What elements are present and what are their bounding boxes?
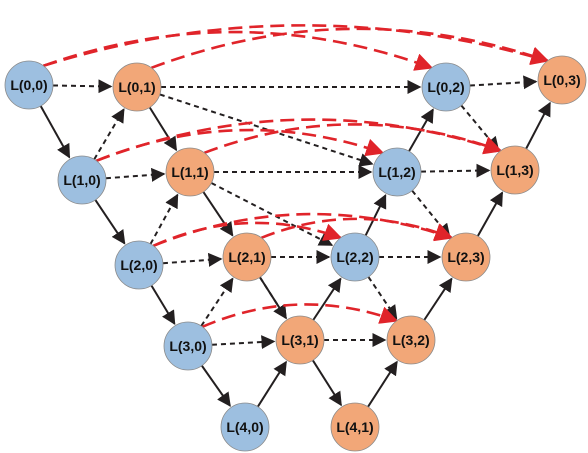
node-2-2: L(2,2) bbox=[330, 232, 380, 282]
node-label: L(4,1) bbox=[336, 419, 373, 435]
edge-0-1-to-1-1 bbox=[148, 106, 178, 152]
edge-3-1-to-2-2 bbox=[312, 277, 342, 321]
node-label: L(1,0) bbox=[63, 172, 100, 188]
edge-2-0-to-2-2 bbox=[152, 221, 343, 247]
edge-2-0-to-3-0 bbox=[150, 285, 176, 325]
node-circle bbox=[386, 315, 436, 365]
edge-2-0-to-1-1 bbox=[149, 193, 179, 245]
node-circle bbox=[220, 402, 270, 452]
node-label: L(3,0) bbox=[169, 338, 206, 354]
node-circle bbox=[165, 147, 215, 197]
node-2-0: L(2,0) bbox=[114, 240, 164, 290]
edge-1-1-to-1-3 bbox=[203, 123, 503, 155]
edge-2-3-to-1-3 bbox=[476, 191, 504, 237]
edge-0-2-to-0-3 bbox=[469, 75, 538, 90]
edge-0-0-to-0-1 bbox=[52, 79, 113, 94]
node-label: L(4,0) bbox=[226, 419, 263, 435]
edge-3-0-to-2-1 bbox=[200, 277, 234, 327]
node-circle bbox=[330, 232, 380, 282]
node-label: L(0,2) bbox=[427, 79, 464, 95]
node-3-1: L(3,1) bbox=[275, 315, 325, 365]
node-0-1: L(0,1) bbox=[112, 62, 162, 112]
edge-0-0-to-0-3 bbox=[43, 24, 550, 68]
node-label: L(2,3) bbox=[447, 249, 484, 265]
edges-layer bbox=[39, 24, 551, 408]
node-circle bbox=[441, 232, 491, 282]
node-label: L(2,0) bbox=[120, 257, 157, 273]
node-1-3: L(1,3) bbox=[490, 145, 540, 195]
node-label: L(1,3) bbox=[496, 162, 533, 178]
edge-1-0-to-1-1 bbox=[105, 167, 166, 182]
edge-2-1-to-3-1 bbox=[259, 276, 287, 320]
node-1-1: L(1,1) bbox=[165, 147, 215, 197]
edge-3-1-to-4-1 bbox=[311, 359, 342, 407]
node-label: L(3,1) bbox=[281, 332, 318, 348]
node-circle bbox=[4, 60, 54, 110]
edge-4-1-to-3-2 bbox=[367, 360, 398, 408]
node-circle bbox=[112, 62, 162, 112]
edge-3-0-to-4-0 bbox=[200, 365, 231, 407]
edge-0-0-to-1-0 bbox=[39, 105, 71, 159]
node-circle bbox=[57, 155, 107, 205]
edge-2-1-to-2-3 bbox=[260, 217, 454, 241]
node-label: L(1,1) bbox=[171, 164, 208, 180]
node-circle bbox=[490, 145, 540, 195]
edge-2-0-to-2-1 bbox=[162, 252, 223, 267]
node-3-2: L(3,2) bbox=[386, 315, 436, 365]
node-label: L(0,0) bbox=[10, 77, 47, 93]
edge-1-1-to-2-2 bbox=[210, 182, 334, 246]
edge-1-3-to-0-3 bbox=[525, 101, 551, 150]
node-circle bbox=[275, 315, 325, 365]
edge-3-2-to-2-3 bbox=[423, 277, 453, 321]
node-0-2: L(0,2) bbox=[421, 62, 471, 112]
nodes-layer: L(0,0) L(1,0) L(2,0) L(3,0) L(4,0) L(0,1) L(1,… bbox=[4, 55, 587, 452]
edge-3-0-to-3-1 bbox=[211, 335, 276, 350]
edge-1-0-to-0-1 bbox=[93, 108, 125, 160]
node-1-0: L(1,0) bbox=[57, 155, 107, 205]
node-label: L(2,2) bbox=[336, 249, 373, 265]
node-circle bbox=[330, 402, 380, 452]
node-label: L(0,1) bbox=[118, 79, 155, 95]
node-circle bbox=[222, 232, 272, 282]
node-label: L(2,1) bbox=[228, 249, 265, 265]
node-label: L(3,2) bbox=[392, 332, 429, 348]
edge-0-0-to-0-2 bbox=[42, 30, 434, 71]
edge-2-2-to-1-2 bbox=[364, 194, 387, 236]
node-0-0: L(0,0) bbox=[4, 60, 54, 110]
node-4-0: L(4,0) bbox=[220, 402, 270, 452]
node-circle bbox=[114, 240, 164, 290]
node-0-3: L(0,3) bbox=[537, 55, 587, 105]
node-4-1: L(4,1) bbox=[330, 402, 380, 452]
node-3-0: L(3,0) bbox=[163, 321, 213, 371]
node-label: L(0,3) bbox=[543, 72, 580, 88]
edge-1-2-to-1-3 bbox=[420, 163, 491, 178]
node-circle bbox=[421, 62, 471, 112]
edge-1-0-to-2-0 bbox=[94, 199, 126, 245]
node-label: L(1,2) bbox=[378, 164, 415, 180]
node-2-3: L(2,3) bbox=[441, 232, 491, 282]
node-2-1: L(2,1) bbox=[222, 232, 272, 282]
edge-3-0-to-3-2 bbox=[201, 303, 399, 328]
edge-1-0-to-1-2 bbox=[95, 128, 385, 163]
edge-1-1-to-2-1 bbox=[202, 191, 234, 237]
node-circle bbox=[163, 321, 213, 371]
node-circle bbox=[372, 147, 422, 197]
edge-2-1-to-3-1 bbox=[259, 276, 287, 320]
node-1-2: L(1,2) bbox=[372, 147, 422, 197]
edge-4-0-to-3-1 bbox=[256, 360, 287, 408]
edge-0-1-to-0-3 bbox=[150, 27, 550, 70]
node-circle bbox=[537, 55, 587, 105]
